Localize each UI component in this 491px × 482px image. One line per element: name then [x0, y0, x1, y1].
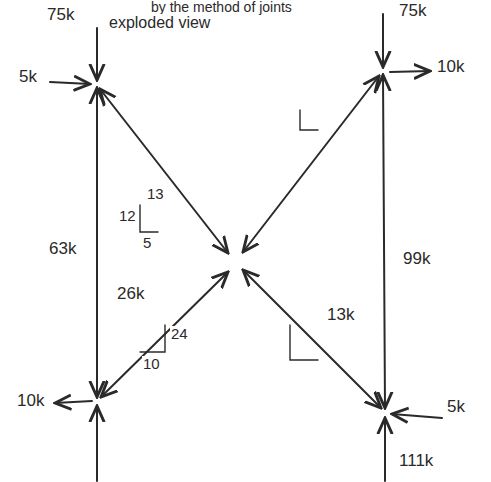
member-line — [101, 272, 228, 397]
reaction-arrow — [55, 401, 92, 403]
load-arrow — [390, 71, 430, 72]
member-line — [243, 76, 379, 252]
member-force: 63k — [48, 240, 77, 259]
load-arrow — [96, 28, 98, 80]
reaction-arrow — [384, 418, 386, 481]
slope-number: 12 — [118, 208, 137, 225]
slope-number: 10 — [142, 356, 161, 373]
member-force: 99k — [402, 250, 431, 269]
view-note: exploded view — [108, 14, 211, 32]
load-arrow — [382, 14, 384, 67]
reaction-value: 5k — [446, 398, 466, 417]
slope-triangle — [290, 325, 318, 360]
member-force: 13k — [326, 306, 355, 325]
slope-number: 13 — [146, 186, 165, 203]
member-line — [100, 89, 228, 253]
load-arrow — [50, 82, 90, 84]
load-value: 75k — [46, 6, 75, 25]
load-value: 5k — [18, 68, 38, 87]
reaction-value: 10k — [16, 392, 45, 411]
slope-triangle — [140, 205, 158, 232]
load-value: 75k — [398, 2, 427, 21]
member-force: 26k — [116, 285, 145, 304]
member-line — [243, 270, 381, 408]
slope-number: 5 — [142, 235, 152, 252]
member-line — [383, 75, 385, 408]
load-value: 10k — [436, 58, 465, 77]
slope-triangle — [300, 110, 318, 130]
slope-number: 24 — [170, 326, 189, 343]
slope-triangle — [140, 325, 165, 352]
reaction-value: 111k — [398, 452, 434, 471]
member-line — [96, 88, 98, 397]
reaction-arrow — [96, 406, 98, 481]
reaction-arrow — [392, 414, 442, 418]
